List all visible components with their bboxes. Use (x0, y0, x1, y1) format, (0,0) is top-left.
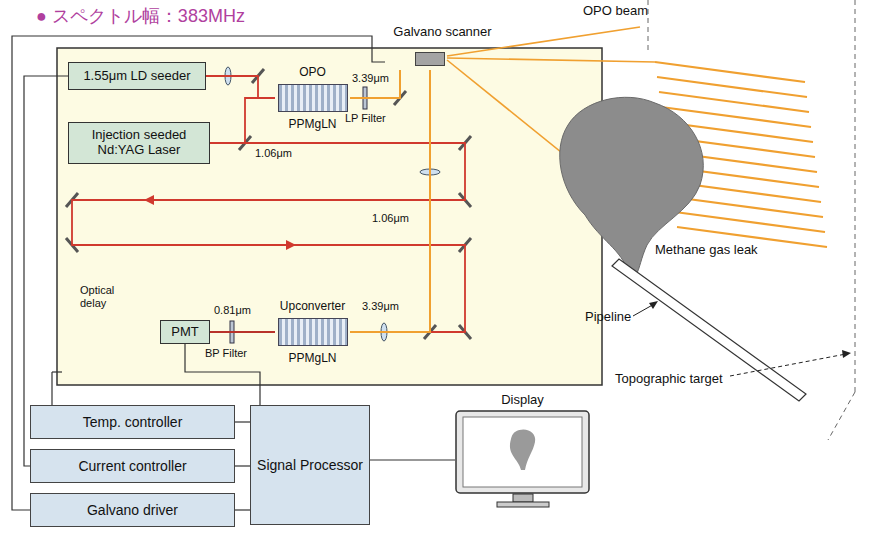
annotation-label: 1.06μm (372, 212, 409, 225)
crystal-heading: OPO (299, 65, 326, 79)
annotation-label: 1.06μm (255, 147, 292, 160)
wire (52, 371, 62, 372)
laser-beam (206, 76, 275, 98)
monitor-icon (455, 410, 590, 508)
crystal-label: PPMgLN (288, 351, 336, 365)
box-text: Temp. controller (83, 414, 183, 430)
signal-wire (235, 421, 250, 422)
signal-wire (185, 344, 260, 405)
laser-beam (72, 143, 465, 332)
annotation-label: Optical delay (80, 284, 132, 309)
annotation-label: Topographic target (615, 372, 723, 387)
controller-box: Galvano driver (30, 493, 235, 527)
laser-beam (350, 70, 430, 332)
ppmgln-crystal (278, 84, 348, 112)
laser-box: Injection seeded Nd:YAG Laser (68, 122, 210, 164)
laser-beam (210, 331, 275, 333)
box-text: 1.55μm LD seeder (83, 69, 190, 84)
mirror-symbol (66, 69, 471, 339)
lens-symbol (225, 67, 440, 341)
annotation-label: LP Filter (345, 112, 386, 125)
pipeline-symbol (612, 259, 806, 401)
annotation-label: 0.81μm (214, 304, 251, 317)
title: ● スペクトル幅：383MHz (36, 4, 245, 28)
laser-beam (210, 98, 275, 143)
controller-box: Current controller (30, 449, 235, 483)
ppmgln-crystal (278, 318, 348, 346)
detector-box: PMT (160, 320, 210, 344)
display-label: Display (455, 392, 590, 410)
crystal-label: PPMgLN (288, 117, 336, 131)
box-text: Injection seeded Nd:YAG Laser (74, 128, 204, 158)
signal-wire (370, 459, 455, 460)
scanner-label: Galvano scanner (385, 24, 500, 39)
upconverter-crystal: UpconverterPPMgLN (275, 294, 350, 370)
box-text: PMT (171, 325, 198, 340)
processor-box: Signal Processor (250, 405, 370, 525)
galvano-scanner: Galvano scanner (385, 24, 500, 70)
system-panel (57, 48, 602, 385)
beam-arrow (144, 195, 296, 250)
laser-box: 1.55μm LD seeder (68, 62, 206, 90)
box-text: Signal Processor (257, 457, 363, 473)
leader-line (633, 301, 851, 376)
annotation-label: BP Filter (205, 347, 247, 360)
annotation-label: OPO beam (583, 4, 648, 19)
opo-crystal: OPO PPMgLN (275, 60, 350, 136)
box-text: Galvano driver (87, 502, 178, 518)
signal-wire (235, 509, 250, 510)
annotation-label: Methane gas leak (655, 243, 758, 258)
box-text: Current controller (78, 458, 186, 474)
controller-box: Temp. controller (30, 405, 235, 439)
scanner-mirror (415, 52, 445, 66)
crystal-heading: Upconverter (280, 299, 345, 313)
laser-beam (350, 70, 400, 98)
display-monitor: Display (455, 392, 590, 508)
signal-wire (235, 465, 250, 466)
annotation-label: 3.39μm (362, 300, 399, 313)
annotation-label: 3.39μm (352, 72, 389, 85)
annotation-label: Pipeline (585, 310, 631, 325)
